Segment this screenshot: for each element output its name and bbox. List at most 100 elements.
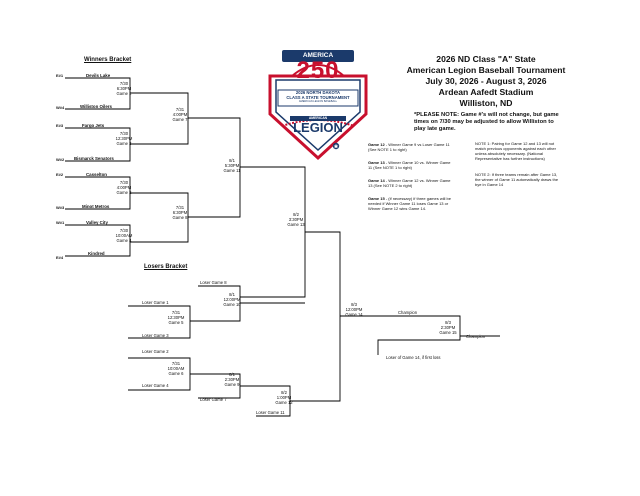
game-number: Game 14 [345,312,363,318]
game-number: Game 7 [172,117,188,123]
game-time: 10:00AM [167,366,185,372]
team-name: Devils Lake [86,72,111,78]
loser-game-14-note: Loser of Game 14, if first loss [386,355,441,360]
team-name: Williston Oilers [80,104,112,109]
game-6-info: 7/31 10:00AM Game 6 [156,361,196,377]
game-number: Game 11 [223,168,241,174]
game-note-label: Game 15 [368,196,385,201]
game-note-12: Game 12 - Winner Game 9 vs Loser Game 11… [368,142,452,152]
team-seed: W#4 [56,105,65,110]
team-seed: E#3 [56,123,64,128]
game-number: Game 10 [223,302,241,308]
losers-bracket-header: Losers Bracket [144,264,188,270]
game-number: Game 2 [116,190,132,196]
title-line2: American Legion Baseball Tournament [406,65,566,75]
game-note-text: - Winner Game 9 vs Loser Game 11 (See NO… [368,142,450,152]
game-time: 12:00PM [345,307,363,313]
loser-game-8-label: Loser Game 8 [200,280,227,285]
title-line3: July 30, 2026 - August 3, 2026 [425,76,547,86]
game-time: 12:00PM [223,297,241,303]
game-note-text: - Winner Game 10 vs. Winner Game 11 (See… [368,160,451,170]
game-number: Game 4 [116,238,132,244]
logo-year-text: 250 [296,57,340,84]
game-number: Game 5 [168,320,184,326]
game-number: Game 8 [172,215,188,221]
team-seed: W#3 [56,205,65,210]
game-8-info: 7/31 6:30PM Game 8 [160,205,200,221]
game-time: 10:00AM [115,233,133,239]
game-number: Game 9 [224,382,240,388]
game-14-info: 8/3 12:00PM Game 14 [334,302,374,318]
game-number: Game 12 [275,400,293,406]
game-date: 8/1 [229,292,235,297]
loser-game-1-label: Loser Game 1 [142,300,169,305]
game-date: 7/30 [119,180,129,185]
team-seed: W#2 [56,157,65,162]
team-seed: E#4 [56,255,64,260]
title-line5: Williston, ND [459,98,513,108]
game-date: 7/31 [171,310,181,315]
game-time: 3:30PM [288,217,304,223]
logo-banner-line2: CLASS A STATE TOURNAMENT [286,95,350,100]
logo-banner-line1: 2026 NORTH DAKOTA [295,90,341,95]
team-name: Kindred [88,251,105,256]
game-date: 7/31 [175,107,185,112]
tournament-title: 2026 ND Class "A" State American Legion … [398,54,574,109]
side-note-1: NOTE 1: Pairing for Game 12 and 13 will … [475,141,556,161]
game-time: 4:00PM [116,185,132,191]
game-11-info: 8/1 5:30PM Game 11 [212,158,252,174]
game-1-info: 7/30 6:30PM Game 1 [104,81,144,97]
logo-brand-text: LEGION [293,120,343,135]
game-time: 1:00PM [276,395,292,401]
title-line1: 2026 ND Class "A" State [436,54,536,64]
game-date: 7/30 [119,81,129,86]
game-date: 8/1 [229,158,235,163]
game-time: 2:30PM [440,325,456,331]
team-seed: E#1 [56,73,64,78]
game-time: 4:00PM [172,112,188,118]
game-date: 8/2 [293,212,299,217]
game-number: Game 13 [287,222,305,228]
game-date: 8/2 [281,390,287,395]
champion-final-label: Champion [466,334,486,339]
please-note-text: *PLEASE NOTE: Game #'s will not change, … [414,112,559,133]
game-2-info: 7/30 4:00PM Game 2 [104,180,144,196]
game-12-info: 8/2 1:00PM Game 12 [264,390,304,406]
game-note-label: Game 14 [368,178,385,183]
logo-top-text: AMERICA [302,52,334,59]
game-number: Game 15 [439,330,457,336]
loser-game-3-label: Loser Game 3 [142,333,169,338]
game-note-text: - (if necessary) if three games will be … [368,196,451,211]
winners-bracket-header: Winners Bracket [84,57,132,63]
team-name: Valley City [86,219,108,225]
game-time: 6:30PM [116,86,132,92]
game-number: Game 6 [168,371,184,377]
game-date: 7/30 [119,228,129,233]
team-seed: W#1 [56,220,65,225]
game-15-info: 8/3 2:30PM Game 15 [428,320,468,336]
game-3-info: 7/30 12:30PM Game 3 [104,131,144,147]
team-name: Casselton [86,171,107,177]
side-note-2: NOTE 2: If three teams remain after Game… [475,172,559,187]
game-10-info: 8/1 12:00PM Game 10 [212,292,252,308]
game-time: 6:30PM [172,210,188,216]
game-4-info: 7/30 10:00AM Game 4 [104,228,144,244]
loser-game-2-label: Loser Game 2 [142,349,169,354]
loser-game-7-label: Loser Game 7 [200,397,227,402]
team-name: Minot Metros [82,204,110,209]
game-note-label: Game 13 [368,160,385,165]
game-time: 2:30PM [224,377,240,383]
game-note-text: - Winner Game 12 vs. Winner Game 13 (See… [368,178,451,188]
logo-label-text: AMERICAN [308,115,328,120]
game-date: 8/1 [229,372,235,377]
game-note-15: Game 15 - (if necessary) if three games … [368,196,452,211]
game-date: 7/31 [175,205,185,210]
game-date: 7/30 [119,131,129,136]
game-note-label: Game 12 [368,142,385,147]
game-time: 5:30PM [224,163,240,169]
game-date: 8/3 [351,302,357,307]
game-5-info: 7/31 12:30PM Game 5 [156,310,196,326]
team-seed: E#2 [56,172,64,177]
